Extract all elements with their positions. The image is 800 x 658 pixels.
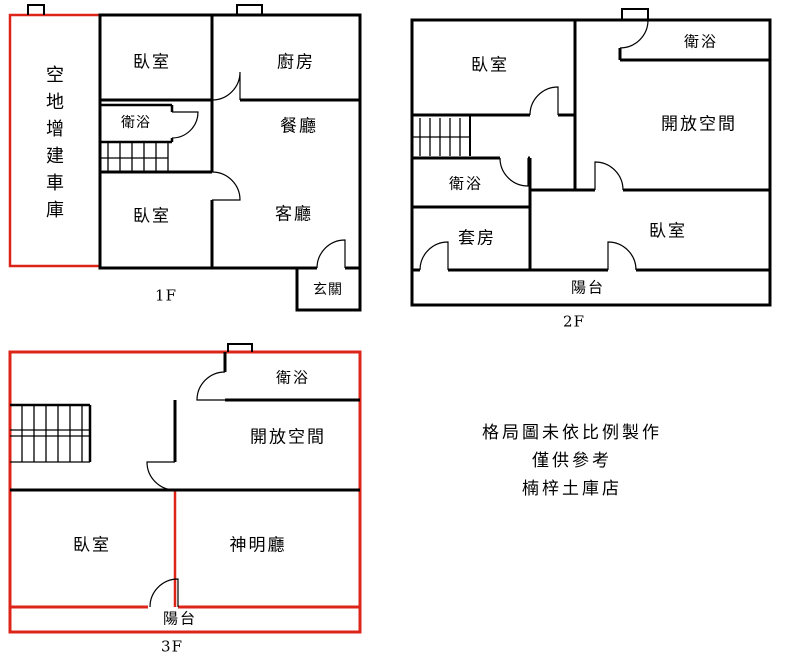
room-label-kitchen-1f: 廚房 xyxy=(277,52,315,73)
store-name: 楠梓土庫店 xyxy=(522,479,622,499)
room-label-balcony-2f: 陽台 xyxy=(570,278,606,297)
f1-outer-wall xyxy=(98,13,362,312)
room-label-entry-1f: 玄關 xyxy=(313,282,343,298)
floor-3-plan xyxy=(8,343,362,634)
disclaimer-line-2: 僅供參考 xyxy=(532,451,612,471)
room-label-bath-top-2f: 衛浴 xyxy=(683,32,719,51)
f1-bedroom-door-arc xyxy=(211,171,241,201)
f1-bath-door-arc xyxy=(171,111,199,139)
f3-top-notch xyxy=(227,343,253,352)
f3-bath-door-arc xyxy=(196,371,226,401)
disclaimer-line-1: 格局圖未依比例製作 xyxy=(482,423,662,443)
f1-stairs-treads xyxy=(107,142,169,172)
f3-stairs-walls xyxy=(10,403,92,462)
floor-1-plan xyxy=(8,4,362,312)
room-label-suite-2f: 套房 xyxy=(458,228,496,249)
room-label-dining-1f: 餐廳 xyxy=(280,116,318,137)
disclaimer-note: 格局圖未依比例製作 僅供參考 楠梓土庫店 xyxy=(452,419,692,503)
f1-top-notch xyxy=(236,4,263,15)
floor-name-1f: 1F xyxy=(155,286,177,305)
room-label-bedroom-top-1f: 臥室 xyxy=(133,52,171,73)
f3-stairs-landing xyxy=(10,429,90,463)
room-label-bedroom-top-2f: 臥室 xyxy=(471,55,509,76)
room-label-bath-left-2f: 衛浴 xyxy=(448,174,484,193)
room-label-bedroom-bottom-2f: 臥室 xyxy=(649,221,687,242)
room-label-bath-3f: 衛浴 xyxy=(275,368,311,387)
f2-balcony-door-right-arc xyxy=(607,241,637,271)
f3-balcony-door-arc xyxy=(149,578,179,608)
floor-name-3f: 3F xyxy=(161,637,183,656)
room-label-bedroom-3f: 臥室 xyxy=(73,535,111,556)
room-label-garage-1f: 空地增建車庫 xyxy=(43,64,64,227)
f3-outer-red-wall xyxy=(8,350,362,634)
f2-bathtop-door-arc xyxy=(619,19,649,49)
floor-2-plan xyxy=(410,8,772,307)
f2-outer-wall xyxy=(410,18,772,307)
f2-top-notch xyxy=(621,8,649,20)
room-label-shrine-3f: 神明廳 xyxy=(229,535,287,556)
f2-bedroom-door-arc xyxy=(529,86,559,116)
room-label-bedroom-bottom-1f: 臥室 xyxy=(133,206,171,227)
room-label-open-space-2f: 開放空間 xyxy=(661,114,737,135)
f1-entry-door-arc xyxy=(316,239,346,269)
floor-name-2f: 2F xyxy=(563,312,585,331)
f2-openspace-door-arc xyxy=(594,161,624,191)
room-label-living-1f: 客廳 xyxy=(275,204,313,225)
room-label-bath-1f: 衛浴 xyxy=(121,115,151,131)
f1-kitchen-door-arc xyxy=(211,71,241,101)
f3-hall-door-arc xyxy=(146,461,176,491)
f3-stairs-treads xyxy=(21,405,83,462)
room-label-open-space-3f: 開放空間 xyxy=(250,427,326,448)
f2-bathleft-door-arc xyxy=(499,157,529,187)
f1-garage-top-notch xyxy=(27,4,45,15)
f2-balcony-door-left-arc xyxy=(419,241,449,271)
room-label-balcony-3f: 陽台 xyxy=(162,609,198,628)
